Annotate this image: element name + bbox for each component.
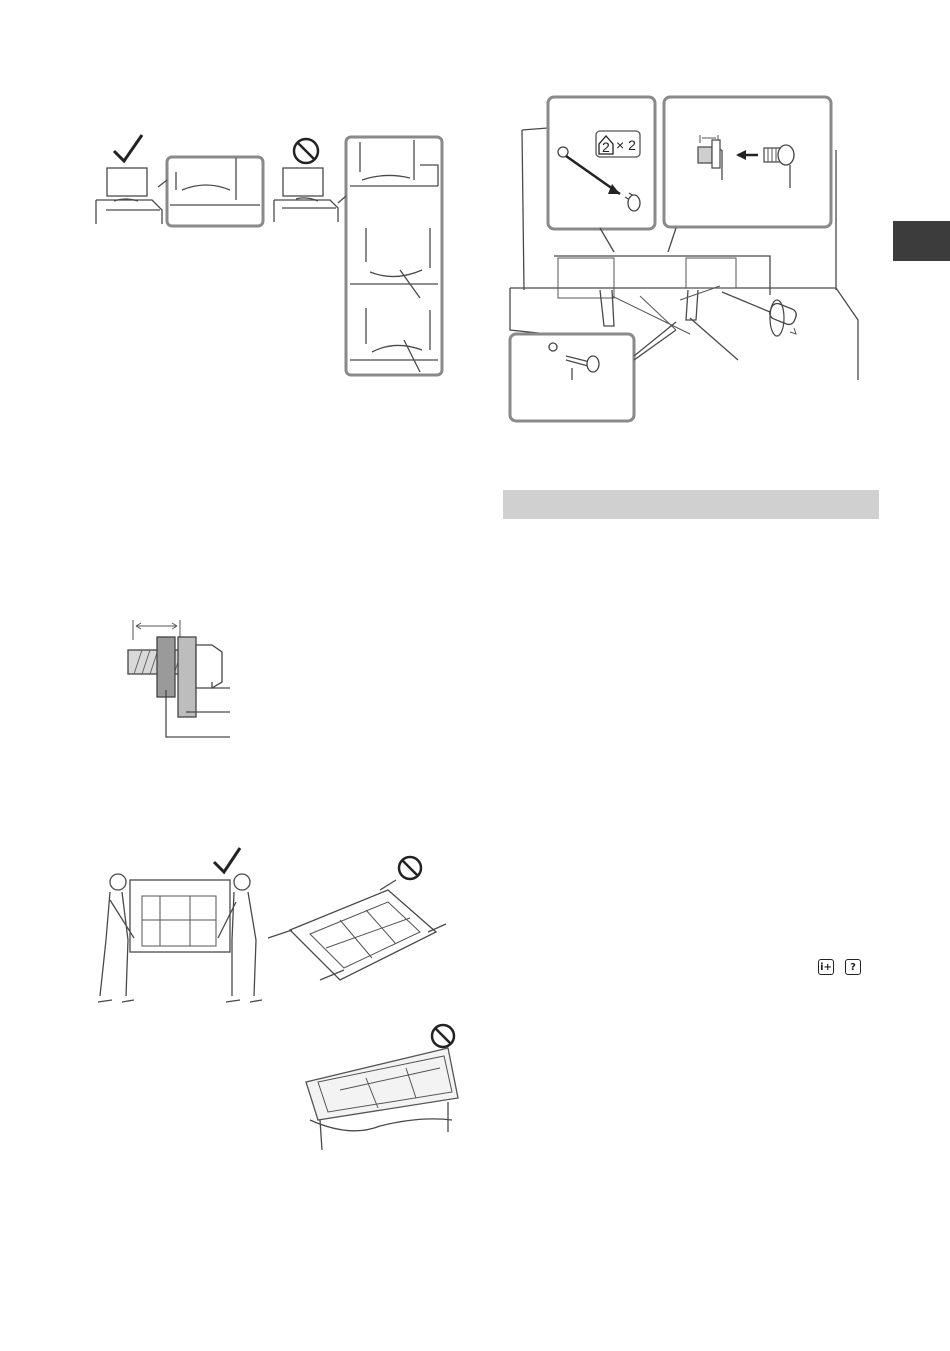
help-icon: ? <box>845 959 861 975</box>
carrying-tv-figure <box>0 820 470 1160</box>
prohibited-icon <box>399 857 421 879</box>
checkmark-icon <box>214 848 240 872</box>
section-header-bar <box>503 490 879 519</box>
stand-attachment-figure: 2 × 2 <box>0 0 950 440</box>
callout-box-bracket <box>664 97 831 227</box>
chapter-tab <box>893 221 950 261</box>
screw-count-multiplier: × 2 <box>616 137 636 153</box>
callout-box-screw-count <box>548 97 655 229</box>
prohibited-icon <box>432 1025 454 1047</box>
info-plus-icon: i+ <box>818 959 834 975</box>
screw-count-number: 2 <box>602 139 610 155</box>
screwdriver-icon <box>722 292 798 336</box>
